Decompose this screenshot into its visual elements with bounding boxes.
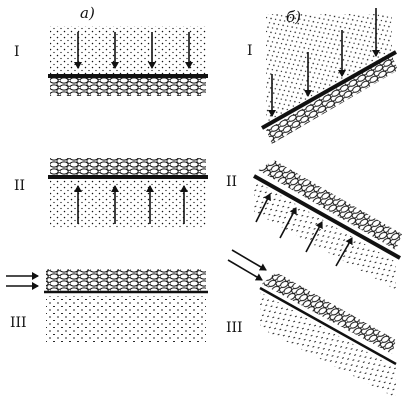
panel-a-1 [48,26,208,96]
flow-arrow [305,221,323,253]
panel-a-2 [48,158,208,228]
gravel-layer [50,158,206,175]
row-label-right-2: II [226,174,237,190]
flow-arrow [255,193,271,223]
water-layer [50,180,206,228]
flow-arrow [279,207,297,239]
boundary-line [253,174,401,260]
water-layer [50,26,206,74]
panel-a-3 [6,269,208,342]
gravel-layer [258,160,402,250]
panel-b-3 [227,249,397,398]
column-label-a: а) [80,4,95,22]
row-label-left-3: III [10,315,27,331]
sand-layer [46,296,206,342]
row-label-right-3: III [226,320,243,336]
gravel-layer [266,56,398,144]
row-label-left-1: I [14,44,20,60]
gravel-layer [50,78,206,96]
flow-arrow [227,259,263,281]
panel-b-1 [261,8,398,144]
gravel-layer [46,269,206,291]
flow-arrow [335,237,353,267]
boundary-line [261,50,397,130]
boundary-line [259,286,397,366]
water-layer [254,180,396,290]
water-layer [266,14,392,126]
row-label-right-1: I [247,43,253,59]
panel-b-2 [253,160,402,290]
sand-layer [260,292,396,398]
flow-arrow [231,249,267,271]
gravel-layer [262,272,396,354]
row-label-left-2: II [14,178,25,194]
